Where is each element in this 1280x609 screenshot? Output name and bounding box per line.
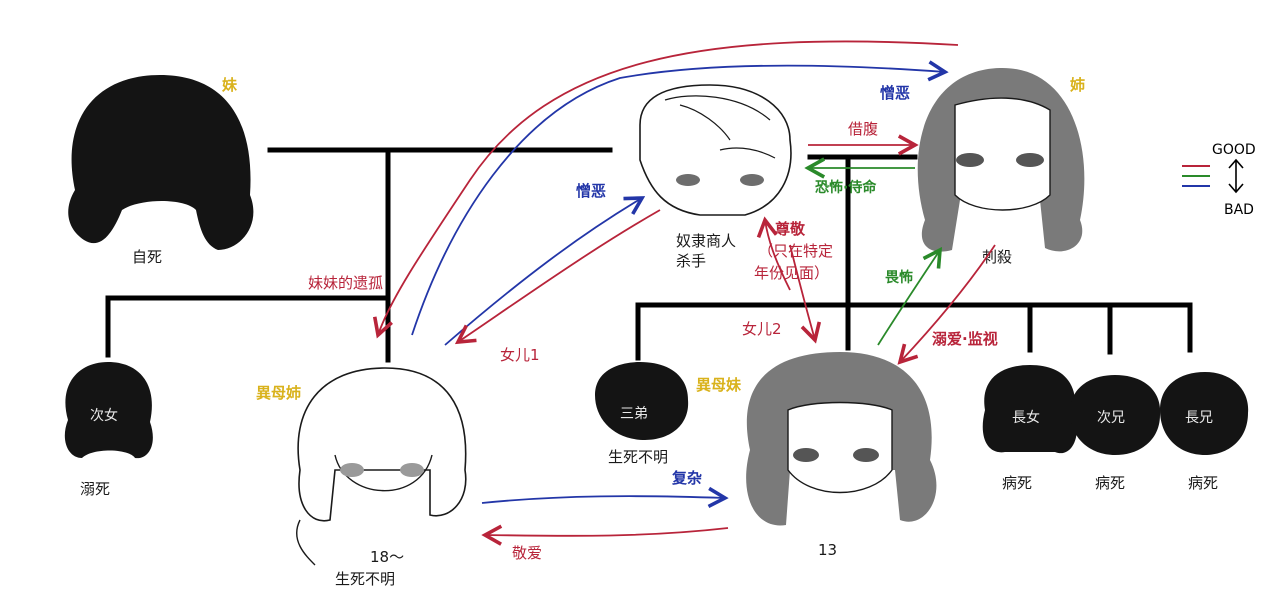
legend: GOOD BAD [1182, 142, 1256, 218]
second-son-figure: 次兄 病死 [1070, 375, 1161, 492]
father-hair-strands [664, 95, 776, 159]
label-respect-note-line2: 年份见面） [754, 264, 829, 282]
father-left-eye [676, 174, 700, 186]
half-sister-figure: 異母姉 18～ 生死不明 [256, 367, 467, 588]
protagonist-age: 13 [818, 541, 837, 559]
half-sister-braid [296, 519, 316, 566]
third-brother-hair [595, 362, 689, 440]
half-sister-right-eye [400, 463, 424, 477]
half-sister-age: 18～ [370, 548, 404, 566]
second-son-name: 次兄 [1097, 410, 1125, 426]
half-sister-fate: 生死不明 [335, 570, 395, 588]
label-orphan: 妹妹的遗孤 [308, 274, 383, 292]
legend-double-arrow-icon [1228, 158, 1244, 194]
label-love: 敬爱 [512, 544, 542, 562]
aunt-role-label: 妹 [221, 76, 238, 94]
eldest-son-hair [1160, 372, 1249, 455]
protagonist-face [787, 401, 893, 494]
label-fear-obey: 恐怖·侍命 [815, 179, 877, 196]
eldest-son-figure: 長兄 病死 [1160, 372, 1249, 492]
arrow-father-to-protagonist [789, 244, 815, 340]
arrow-half-sister-hates-father [444, 198, 642, 346]
legend-good-label: GOOD [1212, 142, 1256, 158]
second-son-hair [1070, 375, 1161, 455]
eldest-daughter-figure: 長女 病死 [982, 365, 1078, 492]
eldest-daughter-fate: 病死 [1002, 474, 1032, 492]
label-hate-left: 憎恶 [576, 182, 606, 200]
aunt-fate-label: 自死 [132, 248, 162, 266]
arrow-father-to-half-sister [458, 209, 661, 342]
half-sister-role-label: 異母姉 [256, 384, 301, 402]
label-respect-note-line1: （只在特定 [758, 242, 833, 260]
half-sister-hair [297, 367, 467, 522]
mother-role-label: 姉 [1070, 76, 1085, 94]
third-brother-name: 三弟 [620, 406, 648, 422]
label-respect: 尊敬 [775, 220, 806, 238]
arrow-half-sister-hates-mother [411, 66, 945, 336]
arrow-mother-to-half-sister [378, 40, 959, 335]
relationship-labels: 妹妹的遗孤 憎恶 憎恶 借腹 恐怖·侍命 女儿1 女儿2 尊敬 （只在特定 年份… [308, 84, 998, 562]
eldest-son-name: 長兄 [1185, 410, 1213, 426]
protagonist-left-eye [793, 448, 819, 462]
half-sister-left-eye [340, 463, 364, 477]
father-head [639, 84, 792, 216]
third-brother-figure: 三弟 生死不明 [595, 362, 689, 466]
arrow-protagonist-loves-half-sister [485, 528, 729, 536]
father-figure: 奴隶商人 杀手 [639, 84, 792, 270]
mother-face [954, 97, 1051, 211]
aunt-hair [68, 75, 254, 250]
label-complex: 复杂 [671, 469, 702, 487]
arrow-protagonist-fears-mother [877, 250, 940, 346]
arrow-half-sister-complex [481, 496, 725, 503]
label-hate-top: 憎恶 [880, 84, 910, 102]
arrow-mother-dotes-protagonist [900, 244, 996, 362]
eldest-daughter-name: 長女 [1012, 409, 1040, 426]
father-occupation-line1: 奴隶商人 [676, 232, 736, 250]
second-son-fate: 病死 [1095, 474, 1125, 492]
label-borrow-belly: 借腹 [848, 120, 878, 138]
mother-left-eye [956, 153, 984, 167]
protagonist-figure: 異母妹 13 [696, 352, 937, 559]
label-daughter2: 女儿2 [742, 320, 782, 338]
cousin-girl-hair [64, 362, 153, 459]
label-fear-mother: 畏怖 [885, 269, 913, 286]
family-tree-lines [105, 147, 1193, 363]
aunt-figure: 妹 自死 [68, 75, 254, 266]
mother-figure: 姉 刺殺 [917, 67, 1085, 266]
label-daughter1: 女儿1 [500, 346, 540, 364]
mother-right-eye [1016, 153, 1044, 167]
eldest-son-fate: 病死 [1188, 474, 1218, 492]
relationship-arrows [378, 40, 996, 536]
third-brother-fate: 生死不明 [608, 448, 668, 466]
father-right-eye [740, 174, 764, 186]
protagonist-right-eye [853, 448, 879, 462]
eldest-daughter-hair [982, 365, 1078, 454]
legend-bad-label: BAD [1224, 202, 1254, 218]
cousin-girl-figure: 次女 溺死 [64, 362, 153, 498]
cousin-girl-name: 次女 [90, 407, 118, 424]
father-occupation-line2: 杀手 [676, 252, 706, 270]
label-doting: 溺爱·监视 [932, 330, 998, 348]
arrow-protagonist-respects-father [765, 220, 791, 291]
protagonist-role-label: 異母妹 [696, 376, 742, 394]
cousin-girl-fate: 溺死 [80, 480, 110, 498]
